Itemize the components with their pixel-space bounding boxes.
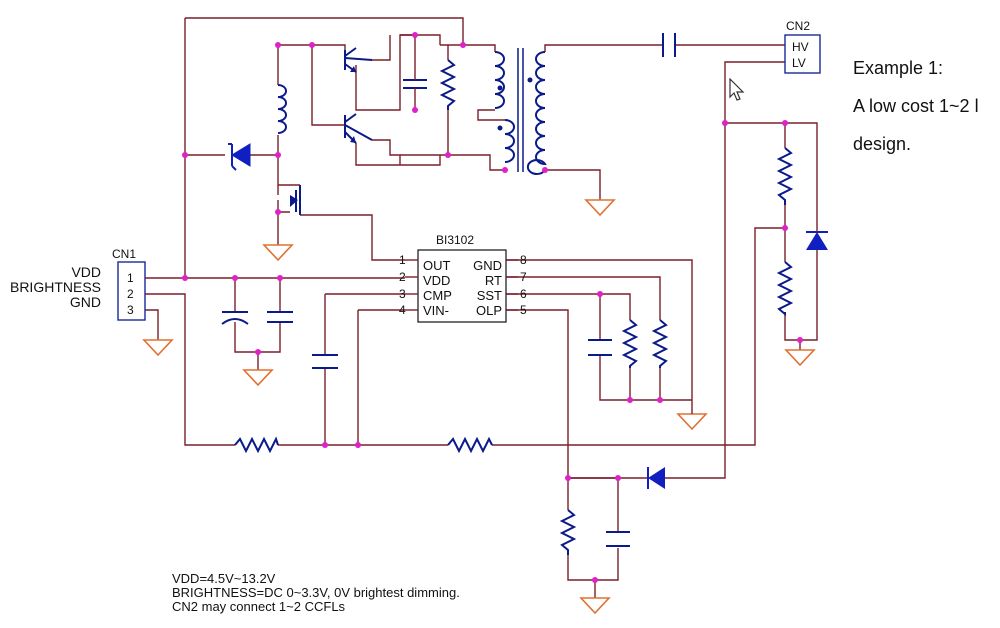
capacitor-c-olp	[606, 531, 630, 547]
components	[221, 33, 828, 555]
ic-pin-num: 5	[520, 303, 527, 317]
ic-pin-num: 6	[520, 287, 527, 301]
ground-icon	[676, 413, 708, 431]
ic-pin-label: GND	[473, 258, 502, 273]
capacitor-c-cmp	[312, 354, 338, 369]
capacitor-ballast	[662, 33, 676, 57]
ic-pin-label: OLP	[476, 303, 502, 318]
resistor-r-olp	[559, 509, 577, 555]
ground-icon	[784, 349, 816, 367]
capacitor-c-primary	[403, 60, 427, 100]
example-description-cont: design.	[853, 134, 912, 154]
ic-pin-num: 2	[399, 270, 406, 284]
example-description: A low cost 1~2 l	[853, 96, 979, 116]
ground-icon	[584, 199, 616, 217]
ic-pin-label: CMP	[423, 288, 452, 303]
junction-nodes	[182, 32, 803, 583]
cn1-signal-vdd: VDD	[71, 264, 101, 280]
cn2-pin-lv: LV	[792, 56, 806, 70]
resistor-r-bright	[234, 436, 279, 454]
ground-icon	[142, 339, 174, 357]
resistor-r-primary	[439, 59, 457, 110]
inductor-l1	[277, 84, 287, 134]
cn1-signal-gnd: GND	[70, 294, 101, 310]
capacitor-c-in2	[267, 311, 293, 323]
cn1-name: CN1	[112, 247, 136, 261]
note-brightness: BRIGHTNESS=DC 0~3.3V, 0V brightest dimmi…	[172, 585, 460, 600]
ic-name: BI3102	[436, 233, 474, 247]
transistor-q2	[344, 47, 373, 73]
ic-pin-num: 3	[399, 287, 406, 301]
connector-cn2: CN2 HV LV	[784, 19, 821, 74]
ic-pin-label: VDD	[423, 273, 450, 288]
resistor-r-vin	[447, 436, 493, 454]
ground-icon	[242, 369, 274, 387]
transformer-secondary	[526, 51, 547, 175]
resistor-r-sst	[621, 319, 639, 368]
ic-pin-label: SST	[477, 288, 502, 303]
cn1-pin: 2	[127, 287, 134, 301]
cn2-pin-hv: HV	[792, 40, 809, 54]
ic-pin-label: OUT	[423, 258, 451, 273]
capacitor-c-sst	[588, 339, 612, 356]
wires	[145, 17, 818, 598]
cn2-name: CN2	[786, 19, 810, 33]
resistor-r-sense2	[776, 261, 794, 317]
diode-d3	[647, 467, 665, 489]
ic-pin-num: 1	[399, 253, 406, 267]
diode-d2	[806, 210, 828, 250]
ic-pin-label: RT	[485, 273, 502, 288]
diode-d1	[228, 143, 251, 171]
note-cn2: CN2 may connect 1~2 CCFLs	[172, 599, 346, 614]
transistor-q3	[344, 113, 373, 144]
note-vdd: VDD=4.5V~13.2V	[172, 571, 276, 586]
example-title: Example 1:	[853, 58, 944, 78]
ic-pin-num: 4	[399, 303, 406, 317]
cn1-signal-brightness: BRIGHTNESS	[10, 279, 101, 295]
ground-icon	[262, 244, 294, 262]
mouse-pointer-icon	[729, 78, 745, 101]
cn1-pin: 3	[127, 303, 134, 317]
grounds	[142, 199, 816, 615]
ground-icon	[579, 597, 611, 615]
ic-bi3102: BI3102 1 2 3 4 OUT VDD CMP VIN- 8 7 6 5 …	[399, 233, 527, 323]
connector-cn1: CN1 1 2 3 VDD BRIGHTNESS GND	[10, 247, 146, 321]
capacitor-c-in1	[221, 311, 249, 325]
mosfet-q1	[290, 185, 301, 215]
transformer-primary	[494, 51, 515, 163]
ic-pin-num: 8	[520, 253, 527, 267]
ic-pin-num: 7	[520, 270, 527, 284]
cn1-pin: 1	[127, 271, 134, 285]
spec-notes: VDD=4.5V~13.2V BRIGHTNESS=DC 0~3.3V, 0V …	[172, 572, 460, 614]
resistor-r-rt	[651, 319, 669, 368]
resistor-r-sense1	[776, 147, 794, 205]
ic-pin-label: VIN-	[423, 303, 449, 318]
